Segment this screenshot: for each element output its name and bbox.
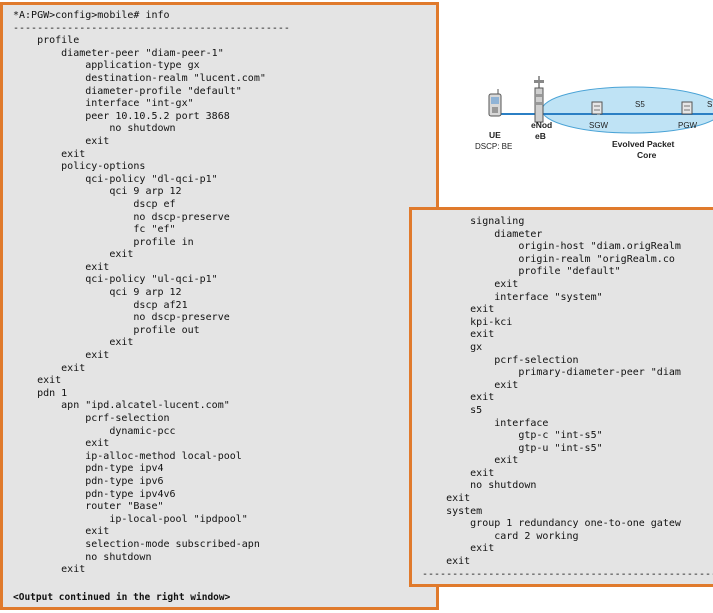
config-line: exit <box>13 375 62 387</box>
s5-label: S5 <box>635 100 645 109</box>
config-line: qci-policy "dl-qci-p1" <box>13 173 218 185</box>
config-line: system <box>422 505 483 517</box>
config-line: primary-diameter-peer "diam <box>422 367 681 379</box>
left-cli-output: *A:PGW>config>mobile# info -------------… <box>13 10 290 577</box>
epc-label-line1: Evolved Packet <box>612 139 675 149</box>
config-line: pdn-type ipv4v6 <box>13 488 176 500</box>
config-line: exit <box>13 148 86 160</box>
config-line: profile in <box>13 236 194 248</box>
config-line: exit <box>422 379 519 391</box>
config-line: exit <box>13 362 86 374</box>
config-line: exit <box>422 392 495 404</box>
config-line: exit <box>13 526 110 538</box>
config-line: no shutdown <box>13 123 176 135</box>
config-line: exit <box>13 135 110 147</box>
config-line: application-type gx <box>13 60 200 72</box>
enodeb-label-line1: eNod <box>531 120 552 130</box>
config-line: exit <box>422 329 495 341</box>
config-line: interface "system" <box>422 291 603 303</box>
config-line: gtp-u "int-s5" <box>422 442 603 454</box>
ue-phone-icon <box>488 89 502 117</box>
ue-label: UE <box>489 130 501 140</box>
config-line: pdn-type ipv4 <box>13 463 164 475</box>
cli-prompt: *A:PGW>config>mobile# info <box>13 10 170 21</box>
config-line: s5 <box>422 404 483 416</box>
config-line: qci 9 arp 12 <box>13 186 182 198</box>
config-line: group 1 redundancy one-to-one gatew <box>422 518 681 530</box>
right-cli-window: signaling diameter origin-host "diam.ori… <box>409 207 713 587</box>
config-line: destination-realm "lucent.com" <box>13 72 266 84</box>
config-line: exit <box>422 543 495 555</box>
config-line: exit <box>13 261 110 273</box>
config-line: qci 9 arp 12 <box>13 287 182 299</box>
config-line: exit <box>422 467 495 479</box>
right-cli-output: signaling diameter origin-host "diam.ori… <box>422 216 713 581</box>
config-line: origin-host "diam.origRealm <box>422 241 681 253</box>
config-line: profile out <box>13 324 200 336</box>
config-line: profile <box>13 35 80 47</box>
enodeb-label-line2: eB <box>535 131 546 141</box>
epc-label-line2: Core <box>637 150 657 160</box>
s5-right-label: S <box>707 100 712 109</box>
config-line: exit <box>422 493 471 505</box>
config-line: pdn 1 <box>13 387 68 399</box>
enodeb-tower-icon <box>534 76 544 123</box>
config-line: exit <box>13 564 86 576</box>
config-line: signaling <box>422 216 525 227</box>
config-line: no dscp-preserve <box>13 211 230 223</box>
config-line: exit <box>422 304 495 316</box>
config-line: qci-policy "ul-qci-p1" <box>13 274 218 286</box>
config-line: apn "ipd.alcatel-lucent.com" <box>13 400 230 412</box>
config-line: interface "int-gx" <box>13 98 194 110</box>
continuation-note: <Output continued in the right window> <box>13 592 231 603</box>
config-line: exit <box>13 337 134 349</box>
config-line: peer 10.10.5.2 port 3868 <box>13 110 230 122</box>
cli-separator: ----------------------------------------… <box>422 568 713 580</box>
config-line: exit <box>13 249 134 261</box>
config-line: policy-options <box>13 161 146 173</box>
pgw-node-icon <box>681 101 693 115</box>
network-diagram: S5 S SGW PGW Evolved Packet Core UE DSCP… <box>472 72 713 172</box>
config-line: fc "ef" <box>13 224 176 236</box>
network-diagram-svg: S5 S SGW PGW Evolved Packet Core UE DSCP… <box>475 76 713 160</box>
config-line: kpi-kci <box>422 316 513 328</box>
config-line: ip-alloc-method local-pool <box>13 450 242 462</box>
dscp-label: DSCP: BE <box>475 142 512 151</box>
config-line: pdn-type ipv6 <box>13 475 164 487</box>
sgw-label: SGW <box>589 121 609 130</box>
config-line: gtp-c "int-s5" <box>422 430 603 442</box>
config-line: interface <box>422 417 549 429</box>
config-line: card 2 working <box>422 530 579 542</box>
config-line: pcrf-selection <box>13 413 170 424</box>
sgw-node-icon <box>591 101 603 115</box>
config-line: profile "default" <box>422 266 621 278</box>
config-line: exit <box>13 350 110 362</box>
config-line: exit <box>422 455 519 467</box>
config-line: exit <box>422 278 519 290</box>
pgw-label: PGW <box>678 121 698 130</box>
config-line: no shutdown <box>13 551 152 563</box>
right-config-lines: signaling diameter origin-host "diam.ori… <box>422 216 681 567</box>
config-line: dynamic-pcc <box>13 425 176 437</box>
config-line: diameter-profile "default" <box>13 85 242 97</box>
config-line: no dscp-preserve <box>13 312 230 324</box>
config-line: no shutdown <box>422 480 537 492</box>
config-line: router "Base" <box>13 501 164 513</box>
cli-separator: ----------------------------------------… <box>13 22 290 34</box>
config-line: exit <box>13 438 110 450</box>
config-line: pcrf-selection <box>422 354 579 366</box>
config-line: selection-mode subscribed-apn <box>13 538 260 550</box>
left-cli-window: *A:PGW>config>mobile# info -------------… <box>0 2 439 610</box>
config-line: diameter <box>422 228 543 240</box>
config-line: diameter-peer "diam-peer-1" <box>13 47 224 59</box>
config-line: origin-realm "origRealm.co <box>422 253 675 265</box>
left-config-lines: profile diameter-peer "diam-peer-1" appl… <box>13 35 266 575</box>
config-line: ip-local-pool "ipdpool" <box>13 513 248 525</box>
config-line: gx <box>422 341 483 353</box>
config-line: dscp af21 <box>13 299 188 311</box>
config-line: dscp ef <box>13 198 176 210</box>
config-line: exit <box>422 556 471 568</box>
